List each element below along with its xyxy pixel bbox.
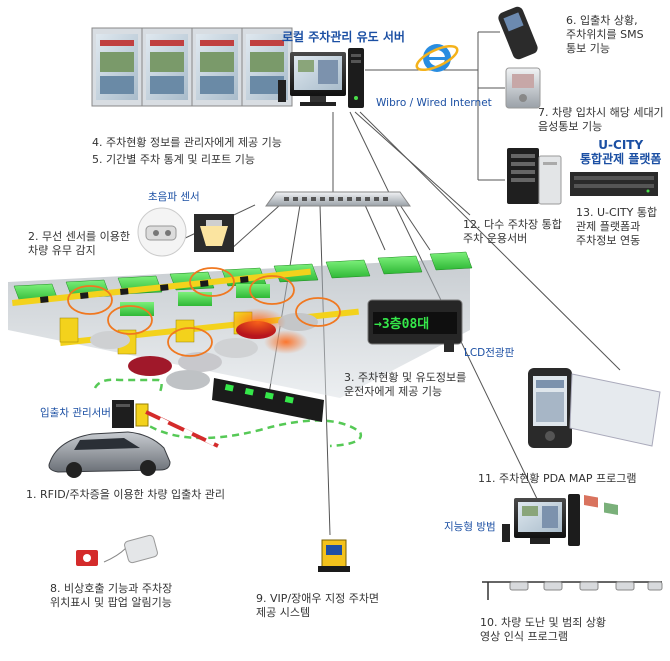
gate-server-label: 입출차 관리서버 (40, 407, 111, 419)
intercom-icon (505, 67, 541, 109)
feature-7-label: 7. 차량 입차시 해당 세대기 음성통보 기능 (538, 106, 664, 133)
feature-9-label: 9. VIP/장애우 지정 주차면 제공 시스템 (256, 592, 380, 619)
cctv-camera-icon (647, 581, 663, 591)
server-tower-icon (507, 148, 539, 204)
barrier-gate-icon (135, 403, 219, 448)
mobile-phone-icon (498, 6, 538, 60)
feature-11-label: 11. 주차현황 PDA MAP 프로그램 (478, 472, 637, 485)
network-label: Wibro / Wired Internet (376, 97, 492, 109)
cctv-label: 지능형 방범 (444, 521, 496, 533)
car-icon (48, 431, 171, 478)
cctv-camera-icon (615, 581, 635, 591)
feature-10-label: 10. 차량 도난 및 범죄 상황 영상 인식 프로그램 (480, 616, 607, 643)
cctv-camera-icon (509, 581, 529, 591)
manager-monitor-screens (91, 27, 293, 107)
key-fob-icon (103, 534, 158, 564)
guidance-display-bar (212, 378, 324, 422)
cctv-monitor-workstation (502, 494, 580, 546)
feature-3-label: 3. 주차현황 및 유도정보를 운전자에게 제공 기능 (344, 371, 467, 398)
parking-sign-icon (318, 539, 350, 572)
local-server-workstation (278, 48, 364, 108)
speaker-icon (502, 524, 510, 542)
ucity-platform-label: U-CITY 통합관제 플랫폼 (580, 138, 662, 166)
network-switch-icon (265, 191, 411, 207)
speaker-icon (278, 80, 286, 102)
server-tower-icon (538, 155, 562, 205)
parking-lot-illustration (8, 251, 473, 448)
lcd-sign-label: LCD전광판 (464, 347, 515, 359)
feature-2-label: 2. 무선 센서를 이용한 차량 유무 감지 (28, 230, 130, 257)
integrated-servers (507, 148, 658, 205)
emergency-button-icon (76, 550, 98, 566)
monitor-icon (191, 27, 243, 107)
server-tower-icon (568, 494, 580, 546)
cctv-camera-row (482, 581, 663, 600)
ultrasonic-sensor-label: 초음파 센서 (148, 191, 200, 203)
monitor-icon (514, 498, 566, 544)
monitor-icon (91, 27, 143, 107)
feature-13-label: 13. U-CITY 통합 관제 플랫폼과 주차정보 연동 (576, 206, 658, 247)
server-tower-icon (112, 400, 134, 428)
internet-explorer-icon (415, 44, 459, 72)
gate-management-server (48, 400, 219, 478)
pda-icon (528, 368, 572, 448)
cctv-camera-icon (579, 581, 599, 591)
rack-server-icon (570, 172, 658, 196)
monitor-icon (141, 27, 193, 107)
led-light-icon (194, 214, 234, 252)
cctv-camera-icon (543, 581, 563, 591)
lcd-sign-text: →3층08대 (374, 316, 429, 332)
feature-12-label: 12. 다수 주차장 통합 주차 운용서버 (463, 218, 562, 245)
server-tower-icon (348, 48, 364, 108)
pda-map-screen (569, 373, 661, 515)
feature-8-label: 8. 비상호출 기능과 주차장 위치표시 및 팝업 알림기능 (50, 582, 173, 609)
feature-6-label: 6. 입출차 상황, 주차위치를 SMS 통보 기능 (566, 14, 644, 55)
feature-5-label: 5. 기간별 주차 통계 및 리포트 기능 (92, 153, 256, 166)
monitor-icon (241, 27, 293, 107)
monitor-icon (290, 52, 346, 106)
feature-1-label: 1. RFID/주차증을 이용한 차량 입출차 관리 (26, 488, 226, 501)
server-title: 로컬 주차관리 유도 서버 (282, 30, 405, 44)
lcd-sign-icon (367, 299, 463, 352)
feature-4-label: 4. 주차현황 정보를 관리자에게 제공 기능 (92, 136, 282, 149)
ultrasonic-sensor-icon (137, 207, 187, 257)
